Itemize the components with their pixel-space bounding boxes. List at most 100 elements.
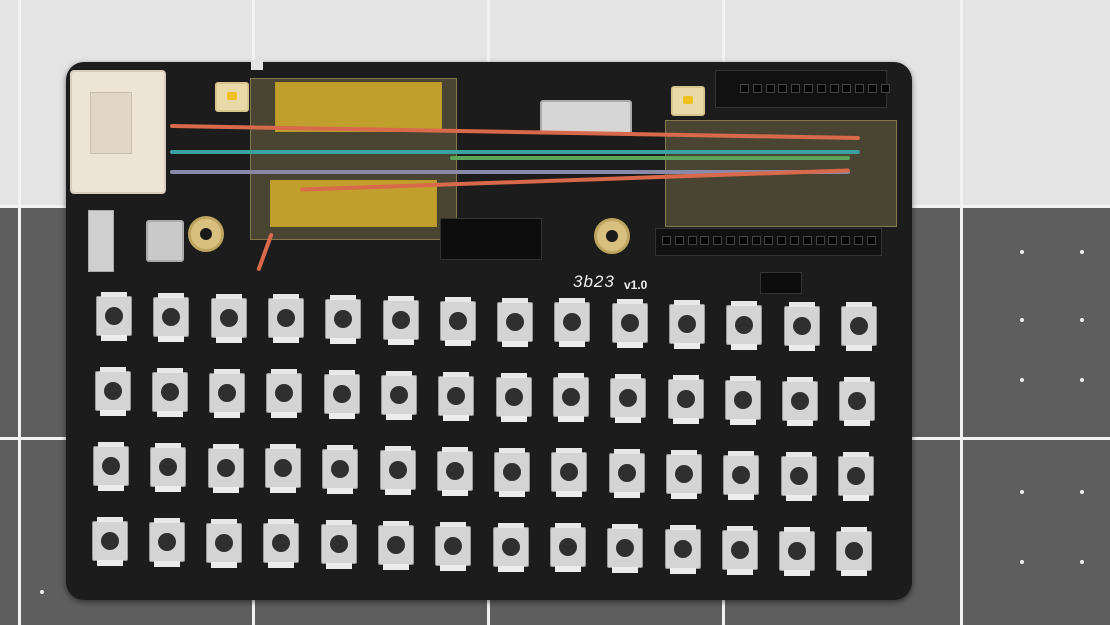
- tactile-key[interactable]: [669, 300, 705, 349]
- key-actuator: [334, 310, 353, 329]
- key-actuator: [331, 460, 350, 479]
- header-pin: [802, 236, 812, 245]
- tactile-key[interactable]: [783, 301, 820, 351]
- tactile-key[interactable]: [381, 371, 417, 420]
- tactile-key[interactable]: [263, 519, 300, 569]
- mat-dot: [1080, 250, 1084, 254]
- tactile-key[interactable]: [721, 525, 758, 575]
- key-actuator: [159, 457, 178, 476]
- board-notch: [251, 60, 263, 70]
- key-actuator: [733, 390, 752, 409]
- tactile-key[interactable]: [210, 293, 247, 343]
- tactile-key[interactable]: [726, 300, 763, 350]
- tactile-key[interactable]: [439, 296, 476, 346]
- tactile-key[interactable]: [209, 368, 246, 418]
- tactile-key[interactable]: [207, 443, 244, 493]
- header-pin: [829, 84, 839, 93]
- tactile-key[interactable]: [93, 442, 129, 491]
- key-actuator: [105, 307, 123, 325]
- mat-dot: [1080, 378, 1084, 382]
- tactile-key[interactable]: [839, 377, 876, 427]
- header-pin: [866, 236, 876, 245]
- header-pin: [791, 84, 801, 93]
- mat-dot: [1020, 250, 1024, 254]
- mat-dot: [1080, 490, 1084, 494]
- board-name-label: 3b23: [573, 272, 615, 291]
- tactile-key[interactable]: [780, 451, 817, 501]
- header-pin: [751, 236, 761, 245]
- tactile-key[interactable]: [267, 294, 304, 344]
- grid-line: [18, 0, 21, 625]
- key-actuator: [616, 539, 635, 558]
- header-pin: [816, 84, 826, 93]
- header-pin: [842, 84, 852, 93]
- tactile-key[interactable]: [549, 523, 586, 573]
- tactile-key[interactable]: [436, 446, 473, 496]
- tactile-key[interactable]: [379, 446, 416, 495]
- power-switch[interactable]: [88, 210, 114, 272]
- tactile-key[interactable]: [96, 292, 132, 341]
- header-pin: [674, 236, 684, 245]
- battery-kapton-top: [275, 82, 442, 132]
- key-actuator: [791, 391, 810, 410]
- tactile-key[interactable]: [266, 369, 303, 419]
- microphone: [146, 220, 184, 262]
- mount-hole-left: [188, 216, 224, 252]
- key-actuator: [561, 388, 580, 407]
- tactile-key[interactable]: [779, 526, 816, 576]
- key-actuator: [218, 383, 237, 402]
- tactile-key[interactable]: [610, 374, 647, 424]
- tactile-key[interactable]: [782, 376, 819, 426]
- tactile-key[interactable]: [495, 372, 532, 422]
- tactile-key[interactable]: [552, 373, 589, 423]
- tactile-key[interactable]: [323, 370, 360, 420]
- tactile-key[interactable]: [320, 520, 357, 570]
- tactile-key[interactable]: [611, 299, 648, 349]
- key-actuator: [558, 538, 577, 557]
- tactile-key[interactable]: [840, 302, 877, 352]
- tactile-key[interactable]: [724, 375, 761, 425]
- tactile-key[interactable]: [91, 517, 128, 566]
- boot-button[interactable]: [671, 86, 705, 116]
- tactile-key[interactable]: [151, 367, 188, 417]
- tactile-key[interactable]: [322, 445, 359, 495]
- tactile-key[interactable]: [666, 450, 702, 499]
- key-actuator: [273, 459, 292, 478]
- key-actuator: [103, 382, 122, 400]
- tactile-key[interactable]: [494, 447, 531, 497]
- tactile-key[interactable]: [206, 518, 243, 568]
- tactile-key[interactable]: [148, 517, 185, 567]
- key-actuator: [560, 463, 579, 482]
- tactile-key[interactable]: [497, 297, 534, 347]
- tactile-key[interactable]: [264, 444, 301, 494]
- tactile-key[interactable]: [723, 450, 760, 500]
- tactile-key[interactable]: [664, 525, 701, 574]
- tactile-key[interactable]: [325, 295, 362, 345]
- key-actuator: [846, 467, 865, 486]
- tactile-key[interactable]: [382, 296, 419, 345]
- tactile-key[interactable]: [435, 521, 472, 571]
- tactile-key[interactable]: [153, 292, 190, 342]
- tactile-key[interactable]: [836, 527, 873, 577]
- header-pin: [828, 236, 838, 245]
- key-actuator: [388, 461, 407, 479]
- mat-dot: [1020, 490, 1024, 494]
- ic-chip: [440, 218, 542, 260]
- tactile-key[interactable]: [608, 449, 645, 499]
- reset-button[interactable]: [215, 82, 249, 112]
- tactile-key[interactable]: [94, 367, 131, 416]
- tactile-key[interactable]: [551, 448, 588, 498]
- tactile-key[interactable]: [492, 522, 529, 572]
- tactile-key[interactable]: [607, 524, 644, 574]
- tactile-key[interactable]: [667, 375, 704, 424]
- tactile-key[interactable]: [150, 442, 187, 492]
- grid-line: [960, 0, 963, 625]
- tactile-key[interactable]: [554, 298, 591, 348]
- tactile-key[interactable]: [378, 521, 414, 570]
- tactile-key[interactable]: [837, 452, 874, 502]
- header-pin: [854, 236, 863, 245]
- tactile-key[interactable]: [438, 371, 475, 421]
- key-actuator: [506, 312, 525, 331]
- key-actuator: [448, 311, 467, 330]
- key-actuator: [445, 461, 464, 480]
